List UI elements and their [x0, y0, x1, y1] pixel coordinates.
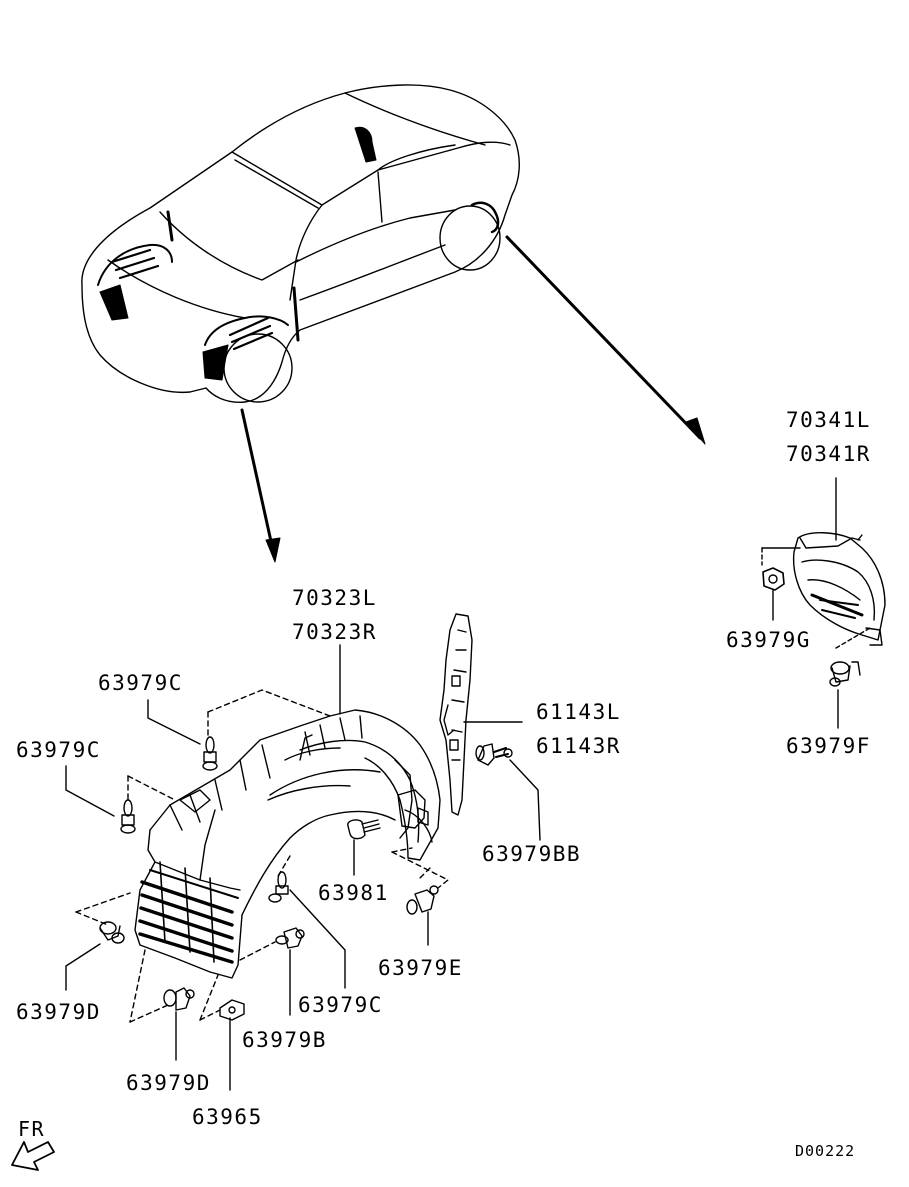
part-label-70323L: 70323L — [292, 586, 377, 610]
diagram-code: D00222 — [795, 1142, 856, 1160]
pointer-arrows — [240, 235, 706, 563]
rear-liner-illustration — [761, 477, 886, 729]
part-label-63979C-lower: 63979C — [298, 993, 383, 1017]
part-label-63979D-bottom: 63979D — [126, 1071, 211, 1095]
part-label-63965: 63965 — [192, 1105, 263, 1129]
front-direction-label: FR — [18, 1117, 46, 1141]
part-label-61143L: 61143L — [536, 700, 621, 724]
part-label-63979F: 63979F — [786, 734, 871, 758]
part-label-70341L: 70341L — [786, 408, 871, 432]
part-label-63979BB: 63979BB — [482, 842, 582, 866]
part-label-63981: 63981 — [318, 881, 389, 905]
part-label-70323R: 70323R — [292, 620, 377, 644]
part-label-70341R: 70341R — [786, 442, 871, 466]
part-label-63979B: 63979B — [242, 1028, 327, 1052]
part-label-63979E: 63979E — [378, 956, 463, 980]
front-liner-illustration — [65, 644, 541, 1091]
part-label-63979C-left: 63979C — [16, 738, 101, 762]
part-label-63979D-left: 63979D — [16, 1000, 101, 1024]
front-direction-arrow — [11, 1141, 55, 1171]
splash-shield-illustration — [439, 613, 523, 816]
part-label-63979C-upper: 63979C — [98, 671, 183, 695]
part-label-61143R: 61143R — [536, 734, 621, 758]
part-label-63979G: 63979G — [726, 628, 811, 652]
car-illustration — [81, 84, 520, 403]
